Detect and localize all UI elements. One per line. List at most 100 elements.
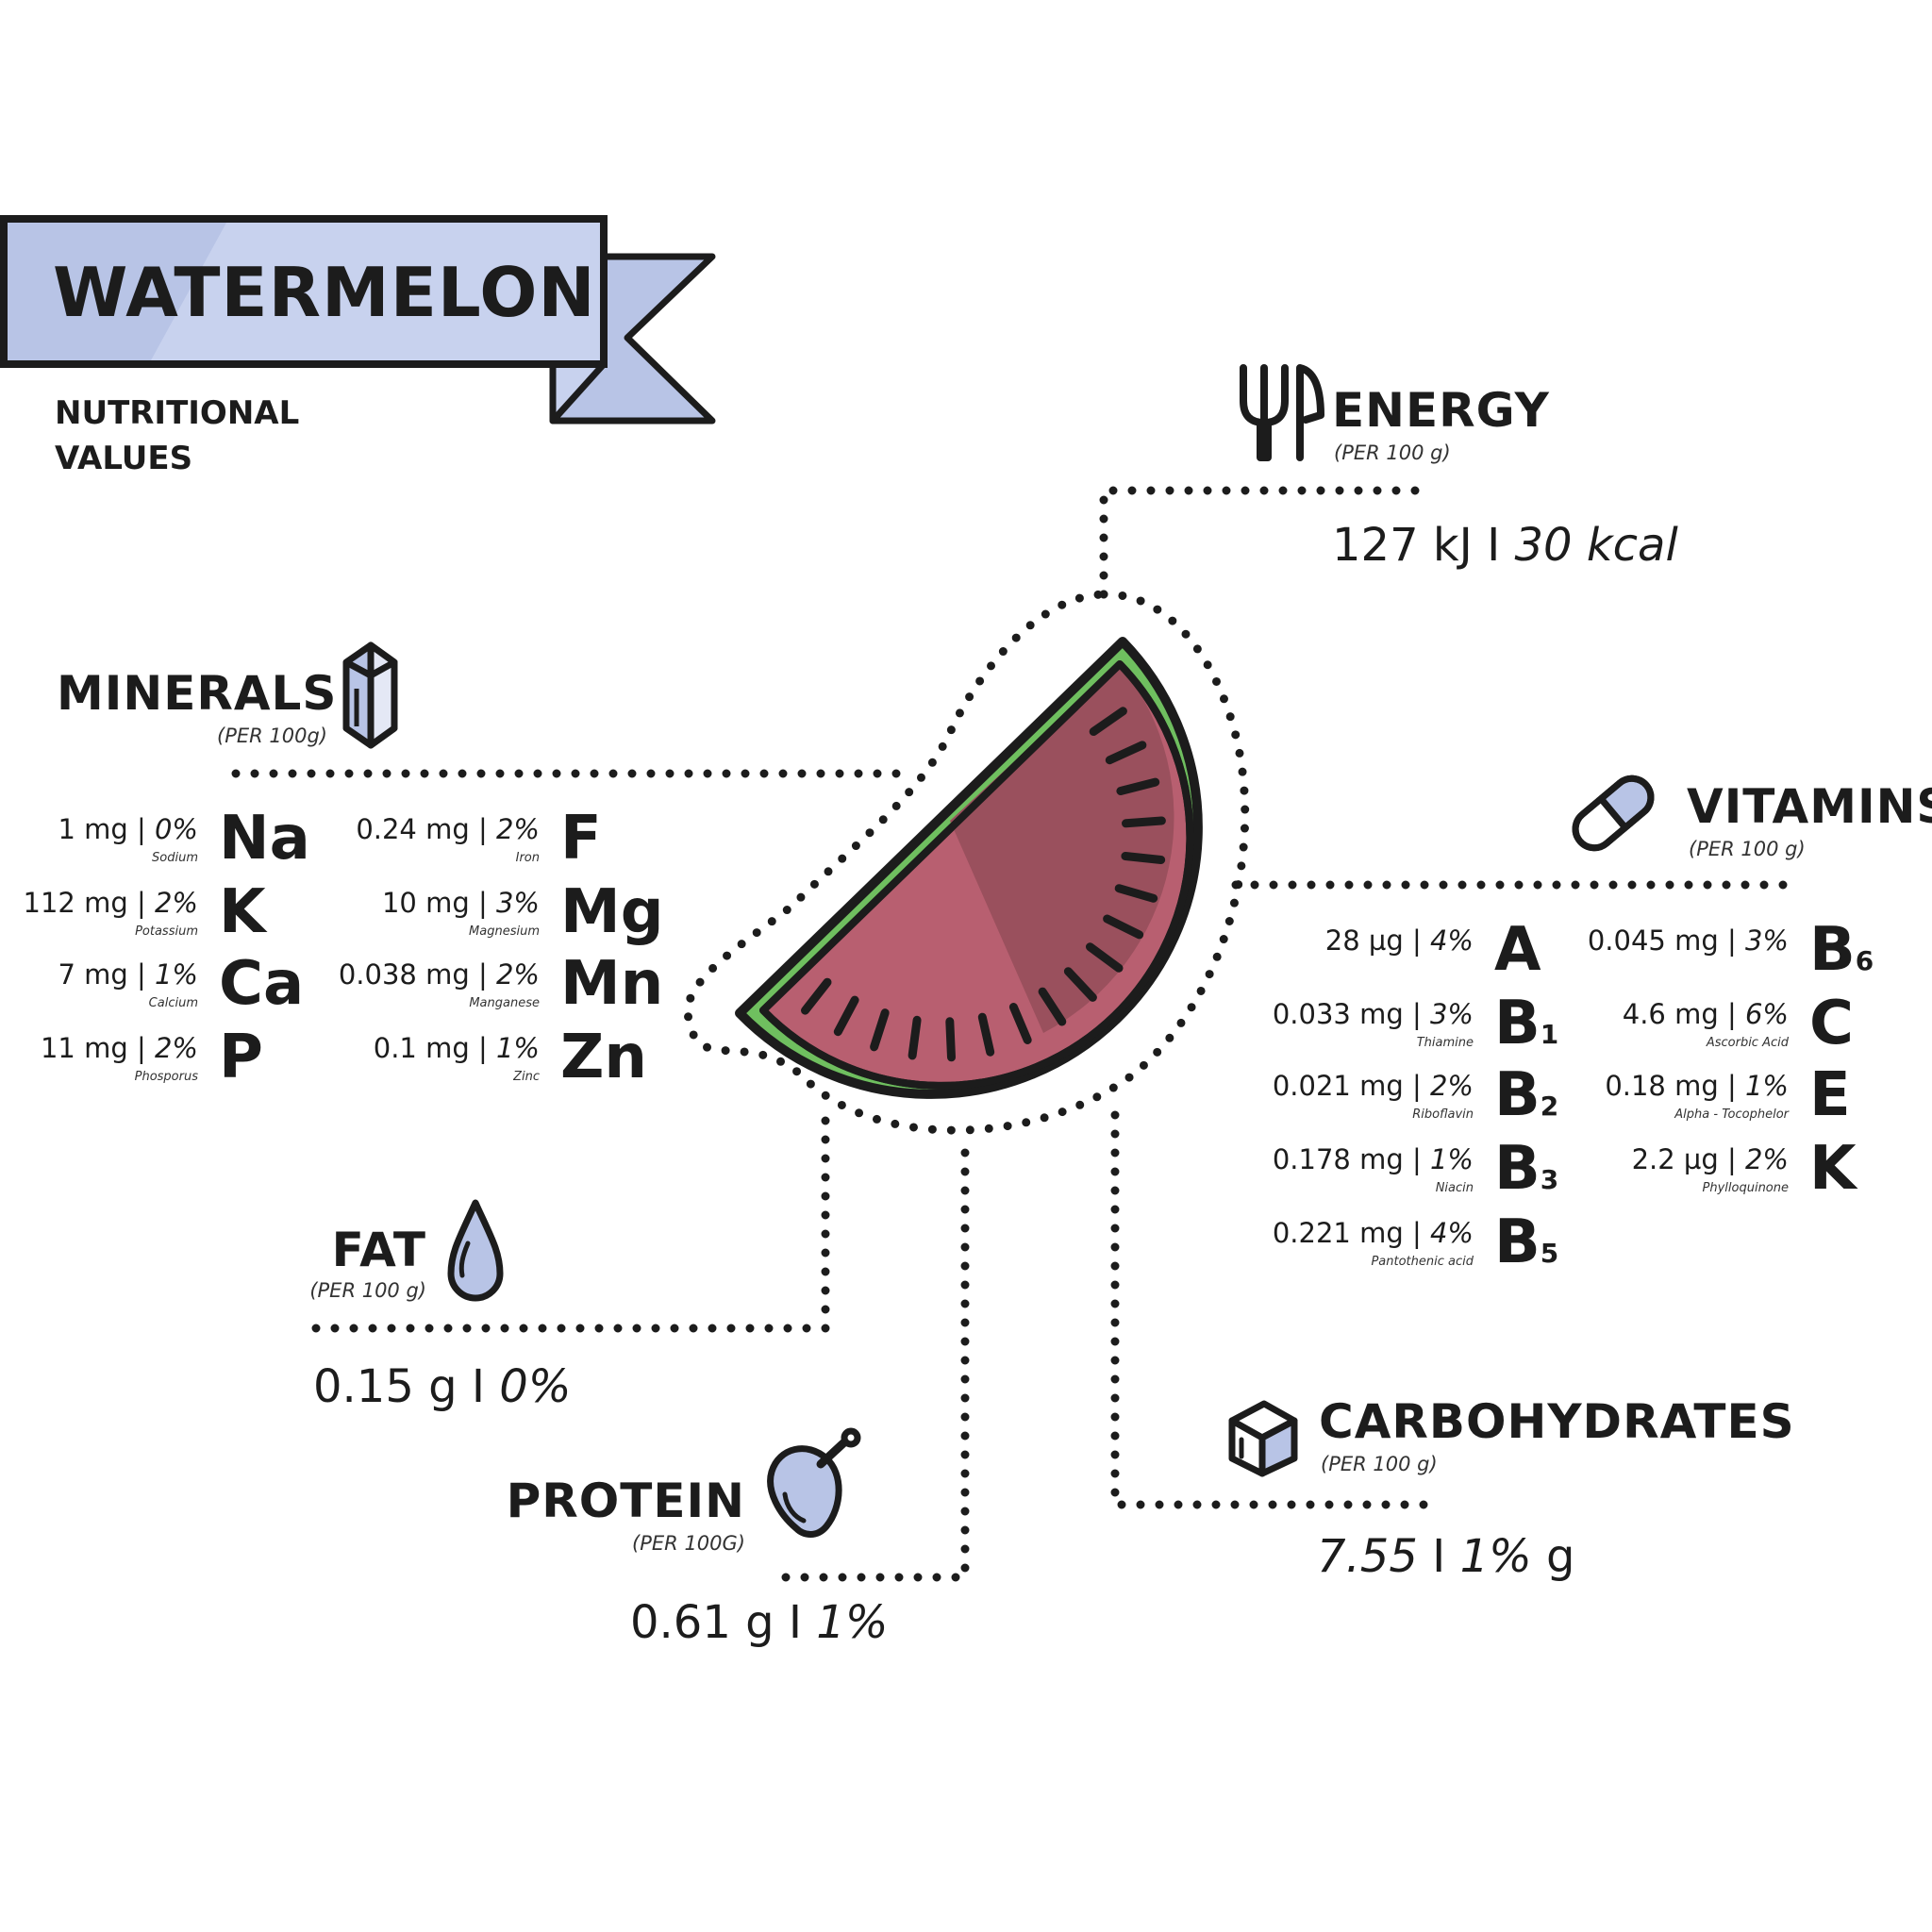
protein-title: PROTEIN [506, 1474, 745, 1528]
percent-value: 3% [1429, 998, 1474, 1030]
amount-separator: | [1403, 1217, 1430, 1249]
nutrient-amount: 7 mg | 1% [0, 958, 198, 991]
amount-separator: | [1403, 1070, 1430, 1102]
watermelon-dotted-outline [683, 590, 1250, 1135]
symbol-subscript: 6 [1855, 945, 1874, 976]
amount-value: 112 mg [23, 887, 128, 919]
energy-kj: 127 kJ [1332, 519, 1473, 572]
amount-separator: | [1403, 924, 1430, 957]
percent-value: 2% [495, 813, 540, 845]
nutrient-name: Zinc [513, 1070, 540, 1084]
nutrient-symbol: P [219, 1023, 263, 1092]
watermelon-seed [833, 995, 859, 1037]
symbol-text: B [1494, 989, 1541, 1058]
crystal-icon [342, 641, 398, 749]
symbol-text: Mg [560, 877, 664, 947]
nutrient-name: Manganese [469, 996, 540, 1010]
nutrient-symbol: B6 [1809, 915, 1874, 985]
drop-icon [447, 1199, 504, 1302]
amount-separator: | [469, 958, 496, 991]
nutrient-name: Pantothenic acid [1371, 1255, 1474, 1269]
energy-value: 127 kJ I 30 kcal [1332, 519, 1678, 572]
watermelon-seed [870, 1008, 890, 1052]
percent-value: 2% [154, 887, 198, 919]
watermelon-seed [1122, 816, 1166, 828]
amount-separator: | [1718, 998, 1745, 1030]
percent-value: 3% [1744, 924, 1789, 957]
fork-knife-icon [1240, 364, 1324, 461]
energy-title: ENERGY [1332, 383, 1550, 438]
nutrient-name: Niacin [1435, 1181, 1474, 1195]
amount-separator: | [469, 1032, 496, 1064]
amount-value: 28 µg [1324, 924, 1404, 957]
sugar-cube-icon [1228, 1400, 1298, 1477]
nutrient-amount: 112 mg | 2% [0, 887, 198, 919]
nutrient-symbol: K [1809, 1134, 1857, 1204]
nutrient-amount: 0.24 mg | 2% [200, 813, 540, 845]
nutrient-symbol: Zn [560, 1023, 647, 1092]
energy-separator: I [1487, 519, 1501, 572]
nutrient-amount: 2.2 µg | 2% [1449, 1143, 1789, 1175]
minerals-per: (PER 100g) [217, 724, 327, 747]
nutrient-amount: 1 mg | 0% [0, 813, 198, 845]
nutrient-symbol: B5 [1494, 1208, 1558, 1277]
watermelon-seed [1116, 777, 1160, 795]
nutrient-name: Ascorbic Acid [1706, 1036, 1789, 1050]
amount-value: 0.038 mg [338, 958, 470, 991]
watermelon-seed [908, 1015, 922, 1060]
watermelon-seed [1086, 942, 1124, 973]
nutrient-name: Riboflavin [1412, 1108, 1474, 1122]
percent-value: 2% [154, 1032, 198, 1064]
amount-value: 2.2 µg [1631, 1143, 1719, 1175]
percent-value: 6% [1744, 998, 1789, 1030]
watermelon-seed [977, 1012, 995, 1057]
protein-amount: 0.61 g [630, 1596, 774, 1649]
symbol-subscript: 5 [1540, 1238, 1559, 1269]
percent-value: 1% [1429, 1143, 1474, 1175]
amount-separator: | [127, 813, 155, 845]
amount-separator: | [469, 887, 496, 919]
amount-value: 0.045 mg [1587, 924, 1719, 957]
nutrient-amount: 0.021 mg | 2% [1134, 1070, 1474, 1102]
watermelon-seed [1063, 967, 1097, 1002]
nutrient-symbol: C [1809, 989, 1854, 1058]
fat-per: (PER 100 g) [309, 1279, 426, 1302]
amount-separator: | [127, 887, 155, 919]
amount-separator: | [1403, 1143, 1430, 1175]
nutrient-amount: 0.038 mg | 2% [200, 958, 540, 991]
symbol-text: K [1809, 1134, 1857, 1204]
amount-separator: | [1718, 924, 1745, 957]
watermelon-seed [1114, 884, 1158, 903]
percent-value: 2% [1429, 1070, 1474, 1102]
carbohydrates-unit: g [1545, 1530, 1575, 1583]
amount-separator: | [1403, 998, 1430, 1030]
nutrient-amount: 0.1 mg | 1% [200, 1032, 540, 1064]
amount-value: 0.18 mg [1605, 1070, 1719, 1102]
percent-value: 0% [154, 813, 198, 845]
watermelon-slice-icon [735, 637, 1203, 1099]
nutrient-amount: 0.033 mg | 3% [1134, 998, 1474, 1030]
amount-value: 0.1 mg [373, 1032, 470, 1064]
nutrient-symbol: B3 [1494, 1134, 1558, 1204]
percent-value: 2% [495, 958, 540, 991]
nutrient-name: Thiamine [1416, 1036, 1474, 1050]
symbol-text: Mn [560, 949, 664, 1019]
amount-value: 10 mg [381, 887, 470, 919]
carbohydrates-amount: 7.55 [1317, 1530, 1418, 1583]
fat-separator: I [471, 1360, 486, 1413]
amount-separator: | [1718, 1143, 1745, 1175]
energy-connector [1099, 486, 1439, 599]
amount-value: 0.021 mg [1272, 1070, 1404, 1102]
amount-value: 0.033 mg [1272, 998, 1404, 1030]
symbol-text: B [1494, 1060, 1541, 1130]
watermelon-seed [1008, 1003, 1032, 1044]
carbohydrates-connector [1110, 1110, 1431, 1509]
nutrient-symbol: Mg [560, 877, 664, 947]
amount-value: 0.178 mg [1272, 1143, 1404, 1175]
nutrient-amount: 10 mg | 3% [200, 887, 540, 919]
carbohydrates-per: (PER 100 g) [1321, 1453, 1438, 1475]
symbol-text: E [1809, 1060, 1851, 1130]
percent-value: 2% [1744, 1143, 1789, 1175]
percent-value: 1% [495, 1032, 540, 1064]
percent-value: 1% [1744, 1070, 1789, 1102]
